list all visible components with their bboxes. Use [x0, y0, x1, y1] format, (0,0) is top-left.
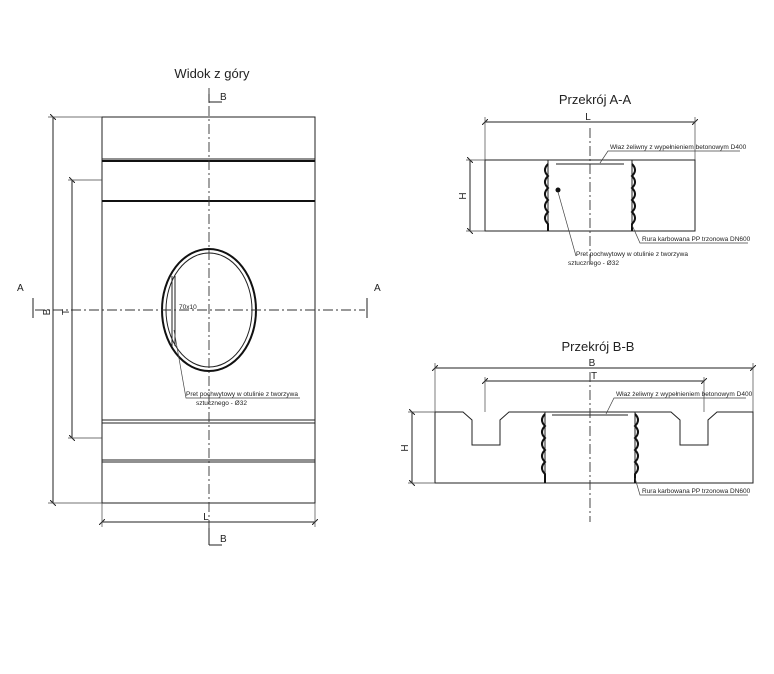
- concrete-right: [634, 411, 754, 484]
- rebar-dot: [555, 187, 561, 193]
- dimension-l-label: L: [585, 112, 591, 123]
- pipe-wall-left: [541, 413, 547, 483]
- section-bb: Przekrój B-B B T H Właz żeliwny z wypełn…: [400, 339, 753, 522]
- section-mark-b-bottom-label: B: [220, 534, 227, 545]
- manhole-leader: [605, 397, 746, 415]
- dimension-b-label: B: [42, 308, 53, 315]
- pipe-wall-left: [544, 163, 550, 231]
- manhole-leader: [599, 150, 740, 164]
- pipe-wall-right: [630, 163, 636, 231]
- manhole-note: Właz żeliwny z wypełnieniem betonowym D4…: [610, 144, 747, 151]
- section-mark-a-left-label: A: [17, 283, 24, 294]
- section-aa-title: Przekrój A-A: [559, 92, 632, 107]
- rebar-note-line2: sztucznego - Ø32: [568, 260, 619, 267]
- section-mark-b-top-label: B: [220, 92, 227, 103]
- concrete-left: [434, 411, 546, 484]
- dimension-t-label: T: [591, 371, 597, 382]
- concrete-right: [631, 159, 696, 232]
- top-view-title: Widok z góry: [174, 66, 250, 81]
- pipe-note: Rura karbowana PP trzonowa DN600: [642, 236, 751, 243]
- pipe-wall-right: [633, 413, 639, 483]
- dimension-t-label: T: [61, 309, 72, 315]
- dimension-h-label: H: [458, 192, 469, 199]
- pipe-leader: [634, 477, 748, 496]
- rebar-size-label: 70x10: [179, 304, 197, 311]
- dimension-b-label: B: [589, 358, 596, 369]
- dimension-l-label: L: [203, 512, 209, 523]
- pipe-note: Rura karbowana PP trzonowa DN600: [642, 488, 751, 495]
- rebar-leader: [557, 191, 577, 257]
- manhole-note: Właz żeliwny z wypełnieniem betonowym D4…: [616, 391, 753, 398]
- rebar-note-line2: sztucznego - Ø32: [196, 400, 247, 407]
- concrete-left: [484, 159, 549, 232]
- rebar-note-line1: Pret pochwytowy w otulinie z tworzywa: [576, 251, 688, 258]
- dimension-h-label: H: [400, 444, 411, 451]
- rebar-note-line1: Pret pochwytowy w otulinie z tworzywa: [186, 391, 298, 398]
- top-view: Widok z góry 70x10 B B A A: [17, 66, 381, 546]
- section-bb-title: Przekrój B-B: [562, 339, 635, 354]
- section-mark-a-right-label: A: [374, 283, 381, 294]
- rebar-leader: [173, 329, 300, 399]
- pipe-leader: [631, 224, 748, 244]
- section-aa: Przekrój A-A L H Właz żeliwny z wypełnie…: [458, 92, 751, 267]
